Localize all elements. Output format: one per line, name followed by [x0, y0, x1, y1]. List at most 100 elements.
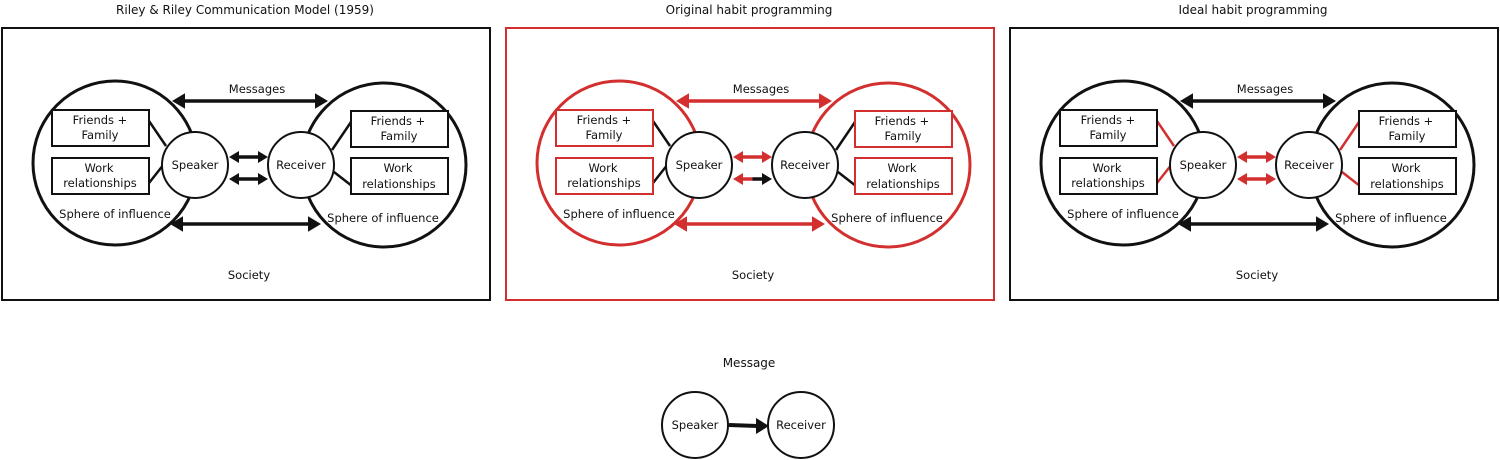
- panel-title: Ideal habit programming: [1179, 3, 1328, 17]
- friends-label-line1: Friends +: [875, 114, 930, 128]
- messages-label: Messages: [1237, 82, 1293, 96]
- friends-label-line2: Family: [380, 129, 417, 143]
- receiver-label: Receiver: [1284, 158, 1334, 172]
- receiver-friends-family-box: [854, 110, 953, 148]
- connector-friends-receiver: [330, 121, 353, 151]
- speaker-sphere-label: Sphere of influence: [59, 207, 171, 221]
- work-label-line2: relationships: [866, 177, 940, 191]
- lower-link-arrow-head-right: [1266, 173, 1276, 185]
- simple-message-arrow-head: [756, 418, 769, 434]
- lower-link-arrow-head-left: [733, 173, 743, 185]
- receiver-friends-family-box: [1358, 110, 1457, 148]
- simple-message-model: Message Speaker Receiver: [661, 356, 835, 459]
- messages-label: Messages: [733, 82, 789, 96]
- simple-speaker-circle: [661, 391, 729, 459]
- work-label-line1: Work: [1391, 161, 1420, 175]
- upper-link-arrow-head-right: [1266, 151, 1276, 163]
- connector-friends-speaker: [1155, 120, 1176, 147]
- society-frame: [1, 27, 491, 301]
- messages-arrow-head-right: [1323, 93, 1336, 109]
- receiver-work-relationships-box: [854, 157, 953, 195]
- connector-friends-speaker: [651, 120, 672, 147]
- receiver-circle: [771, 131, 839, 199]
- receiver-work-relationships-box: [1358, 157, 1457, 195]
- messages-arrow-head-left: [676, 93, 689, 109]
- receiver-label: Receiver: [276, 158, 326, 172]
- society-arrow-head-left: [1178, 216, 1191, 232]
- receiver-sphere-label: Sphere of influence: [831, 211, 943, 225]
- panel-title: Riley & Riley Communication Model (1959): [116, 3, 374, 17]
- receiver-label: Receiver: [780, 158, 830, 172]
- upper-link-arrow-head-left: [229, 151, 239, 163]
- receiver-sphere-label: Sphere of influence: [327, 211, 439, 225]
- speaker-sphere-label: Sphere of influence: [1067, 207, 1179, 221]
- speaker-label: Speaker: [1180, 158, 1227, 172]
- speaker-circle: [1169, 131, 1237, 199]
- speaker-label: Speaker: [676, 158, 723, 172]
- lower-link-arrow-head-left: [229, 173, 239, 185]
- friends-label-line1: Friends +: [577, 113, 632, 127]
- society-arrow-head-right: [1316, 216, 1329, 232]
- speaker-circle: [665, 131, 733, 199]
- speaker-friends-family-box: [1059, 109, 1158, 147]
- society-frame: [505, 27, 995, 301]
- friends-label-line2: Family: [884, 129, 921, 143]
- lower-link-arrow-head-right: [762, 173, 772, 185]
- simple-receiver-label: Receiver: [776, 418, 826, 432]
- upper-link-arrow-head-left: [733, 151, 743, 163]
- speaker-work-relationships-box: [555, 157, 654, 195]
- society-arrow-head-right: [812, 216, 825, 232]
- speaker-work-relationships-box: [1059, 157, 1158, 195]
- simple-message-arrow-shaft: [728, 423, 759, 428]
- society-label: Society: [1236, 268, 1278, 282]
- society-frame: [1009, 27, 1499, 301]
- messages-arrow-head-left: [1180, 93, 1193, 109]
- society-label: Society: [228, 268, 270, 282]
- speaker-friends-family-box: [51, 109, 150, 147]
- friends-label-line1: Friends +: [1379, 114, 1434, 128]
- friends-label-line2: Family: [1089, 128, 1126, 142]
- work-label-line2: relationships: [63, 176, 137, 190]
- lower-link-arrow-head-left: [1237, 173, 1247, 185]
- connector-friends-speaker: [147, 120, 168, 147]
- work-label-line2: relationships: [362, 177, 436, 191]
- society-arrow-head-left: [170, 216, 183, 232]
- simple-model-title: Message: [723, 356, 776, 370]
- speaker-label: Speaker: [172, 158, 219, 172]
- work-label-line2: relationships: [567, 176, 641, 190]
- simple-receiver-circle: [767, 391, 835, 459]
- speaker-sphere-label: Sphere of influence: [563, 207, 675, 221]
- work-label-line1: Work: [84, 161, 113, 175]
- society-arrow-head-left: [674, 216, 687, 232]
- work-label-line1: Work: [887, 161, 916, 175]
- panel-riley: Riley & Riley Communication Model (1959)…: [1, 3, 491, 301]
- upper-link-arrow-head-right: [258, 151, 268, 163]
- simple-speaker-label: Speaker: [672, 418, 719, 432]
- friends-label-line2: Family: [1388, 129, 1425, 143]
- friends-label-line1: Friends +: [1081, 113, 1136, 127]
- work-label-line1: Work: [383, 161, 412, 175]
- messages-arrow-head-right: [315, 93, 328, 109]
- friends-label-line1: Friends +: [73, 113, 128, 127]
- society-arrow-head-right: [308, 216, 321, 232]
- lower-link-arrow-head-right: [258, 173, 268, 185]
- panel-original: Original habit programmingMessagesFriend…: [505, 3, 995, 301]
- connector-friends-receiver: [1338, 121, 1361, 151]
- friends-label-line2: Family: [585, 128, 622, 142]
- speaker-circle: [161, 131, 229, 199]
- receiver-friends-family-box: [350, 110, 449, 148]
- messages-label: Messages: [229, 82, 285, 96]
- speaker-work-relationships-box: [51, 157, 150, 195]
- messages-arrow-head-right: [819, 93, 832, 109]
- receiver-circle: [1275, 131, 1343, 199]
- receiver-circle: [267, 131, 335, 199]
- panel-title: Original habit programming: [666, 3, 833, 17]
- upper-link-arrow-head-left: [1237, 151, 1247, 163]
- connector-friends-receiver: [834, 121, 857, 151]
- receiver-work-relationships-box: [350, 157, 449, 195]
- connector-work-receiver: [333, 171, 353, 187]
- work-label-line1: Work: [1092, 161, 1121, 175]
- society-label: Society: [732, 268, 774, 282]
